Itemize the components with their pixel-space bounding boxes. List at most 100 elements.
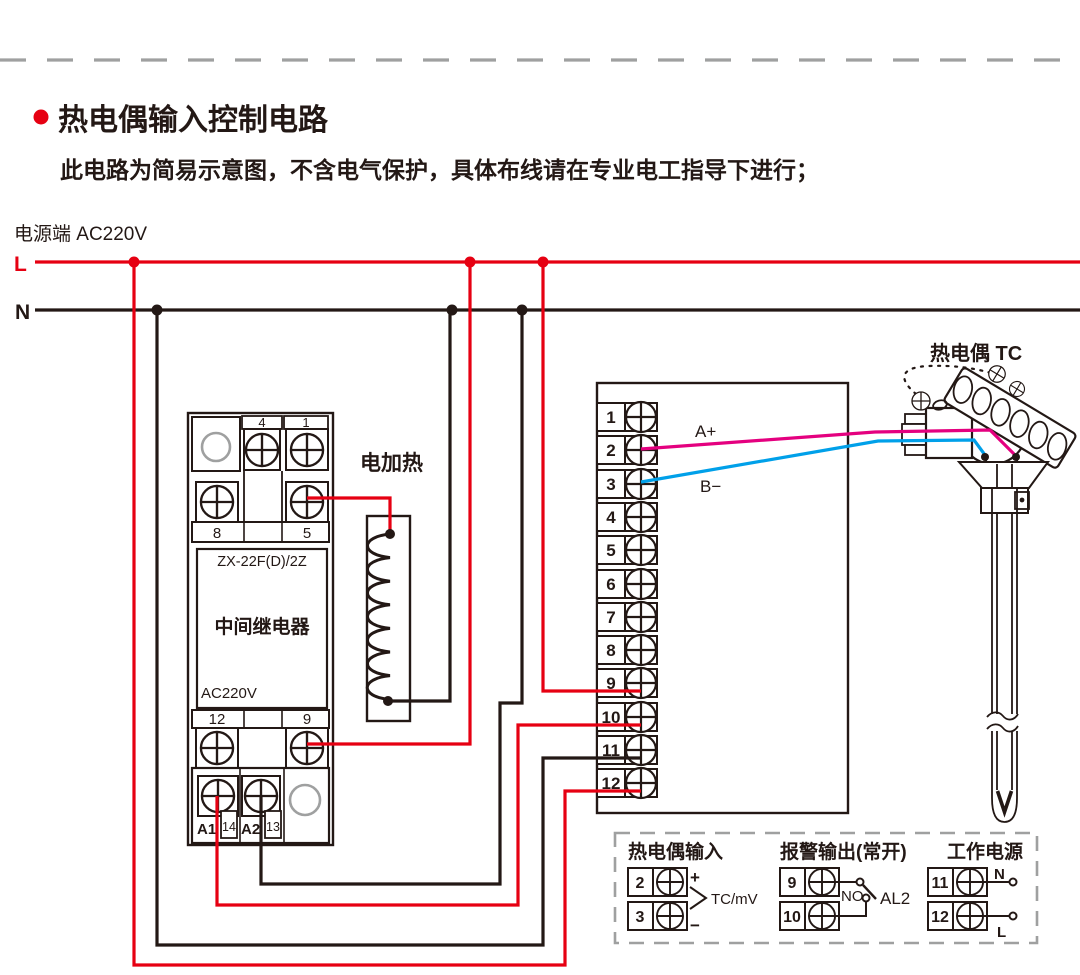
wire-heater-to-neutral xyxy=(388,310,452,703)
screw-icon xyxy=(624,700,658,734)
tc-probe xyxy=(986,513,1019,823)
contact-point-icon xyxy=(855,877,865,887)
contact-blade-icon xyxy=(862,884,877,900)
legend: 热电偶输入 2 3 + − TC/mV 报警输出(常开) 9 10 xyxy=(613,831,1039,945)
svg-text:6: 6 xyxy=(606,575,615,594)
live-line-label: L xyxy=(14,253,27,276)
wire-b-minus xyxy=(640,438,987,484)
screw-icon xyxy=(624,500,658,534)
legend-supply-title: 工作电源 xyxy=(947,840,1023,863)
neutral-line-label: N xyxy=(15,301,30,324)
legend-plus-label: + xyxy=(690,868,700,887)
screw-icon xyxy=(655,901,685,931)
heater-top-node xyxy=(385,529,395,539)
controller-terminal-3: 3 xyxy=(596,467,658,501)
relay-screw-8-icon xyxy=(199,484,235,520)
relay-screw-1-icon xyxy=(289,432,325,468)
relay-terminal-a2-label: A2 xyxy=(241,821,260,838)
tc-post-node xyxy=(1012,453,1020,461)
junction-dot xyxy=(516,304,528,316)
junction-dots xyxy=(128,256,1020,706)
heater-outline xyxy=(365,514,412,723)
screw-icon xyxy=(955,901,985,931)
relay-terminal-14-label: 14 xyxy=(222,820,236,834)
svg-text:12: 12 xyxy=(602,774,621,793)
svg-text:5: 5 xyxy=(606,541,615,560)
screw-icon xyxy=(624,400,658,434)
relay-name: 中间继电器 xyxy=(214,615,310,638)
screw-icon xyxy=(807,867,837,897)
legend-terminal-11: 11 xyxy=(932,875,949,892)
svg-text:3: 3 xyxy=(606,475,615,494)
screw-icon xyxy=(624,633,658,667)
controller-terminal-5: 5 xyxy=(596,533,658,567)
tc-funnel xyxy=(956,461,1050,489)
tc-probe-break xyxy=(986,711,1019,721)
svg-text:8: 8 xyxy=(606,641,615,660)
wire-relay5-to-heater xyxy=(307,496,392,534)
legend-no-label: NO xyxy=(841,888,864,905)
relay-terminal-12-label: 12 xyxy=(209,711,226,728)
screw-icon xyxy=(955,867,985,897)
title-bullet-icon xyxy=(33,109,49,125)
heater-coil xyxy=(365,532,391,701)
legend-alarm-title: 报警输出(常开) xyxy=(780,840,907,863)
controller-terminal-8: 8 xyxy=(596,633,658,667)
heater: 电加热 xyxy=(360,451,423,723)
relay-terminal-9-label: 9 xyxy=(303,711,311,728)
screw-icon xyxy=(624,433,658,467)
page-title: 热电偶输入控制电路 xyxy=(58,104,329,137)
legend-bracket xyxy=(689,886,708,910)
tc-cap xyxy=(943,367,1077,469)
relay-terminal-a1-label: A1 xyxy=(197,821,216,838)
svg-text:11: 11 xyxy=(602,741,620,760)
controller: 1 2 3 4 5 6 7 xyxy=(595,381,850,815)
screw-icon xyxy=(624,733,658,767)
wire-neutral-to-a2 xyxy=(259,310,524,886)
svg-text:10: 10 xyxy=(602,708,621,727)
junction-dot xyxy=(537,256,549,268)
svg-text:7: 7 xyxy=(606,608,615,627)
wires: A+ B− xyxy=(35,260,1080,967)
page-subtitle: 此电路为简易示意图，不含电气保护，具体布线请在专业电工指导下进行； xyxy=(60,157,819,183)
relay-terminal-8-label: 8 xyxy=(213,525,221,542)
relay-nameplate xyxy=(195,547,329,710)
relay-terminal-13-label: 13 xyxy=(266,820,280,834)
controller-terminal-6: 6 xyxy=(596,567,658,601)
tc-probe-tip xyxy=(991,797,1018,823)
relay-terminal-4-label: 4 xyxy=(258,415,265,430)
screw-icon xyxy=(624,533,658,567)
controller-terminal-7: 7 xyxy=(596,600,658,634)
tc-hinge-screw-icon xyxy=(911,391,931,411)
contact-point-icon xyxy=(861,893,871,903)
svg-text:9: 9 xyxy=(606,674,615,693)
legend-supply-section: 工作电源 11 12 N L xyxy=(927,840,1023,941)
junction-dot xyxy=(446,304,458,316)
relay-terminal-5-label: 5 xyxy=(303,525,311,542)
contact-point-icon xyxy=(1008,877,1018,887)
screw-icon xyxy=(655,867,685,897)
contact-point-icon xyxy=(1008,911,1018,921)
legend-terminal-10: 10 xyxy=(783,909,801,926)
junction-dot xyxy=(151,304,163,316)
tc-wing-nut-icon xyxy=(932,399,948,411)
relay-terminal-1-label: 1 xyxy=(302,415,309,430)
legend-input-title: 热电偶输入 xyxy=(628,840,723,863)
relay-indicator-top-icon xyxy=(200,431,232,463)
legend-terminal-2: 2 xyxy=(636,875,645,892)
wire-neutral-to-terminal11 xyxy=(155,310,641,947)
legend-input-section: 热电偶输入 2 3 + − TC/mV xyxy=(627,840,758,935)
legend-al2-label: AL2 xyxy=(880,889,910,908)
power-source-label: 电源端 AC220V xyxy=(14,223,147,245)
wire-a1-to-terminal10 xyxy=(215,723,641,907)
legend-terminal-9: 9 xyxy=(788,875,797,892)
legend-neutral-label: N xyxy=(994,866,1005,883)
svg-text:4: 4 xyxy=(606,508,616,527)
controller-terminal-1: 1 xyxy=(596,400,658,434)
wire-relay9-to-live xyxy=(307,262,472,746)
controller-terminal-10: 10 xyxy=(596,700,658,734)
legend-box xyxy=(613,831,1039,945)
controller-terminal-9: 9 xyxy=(596,666,658,700)
